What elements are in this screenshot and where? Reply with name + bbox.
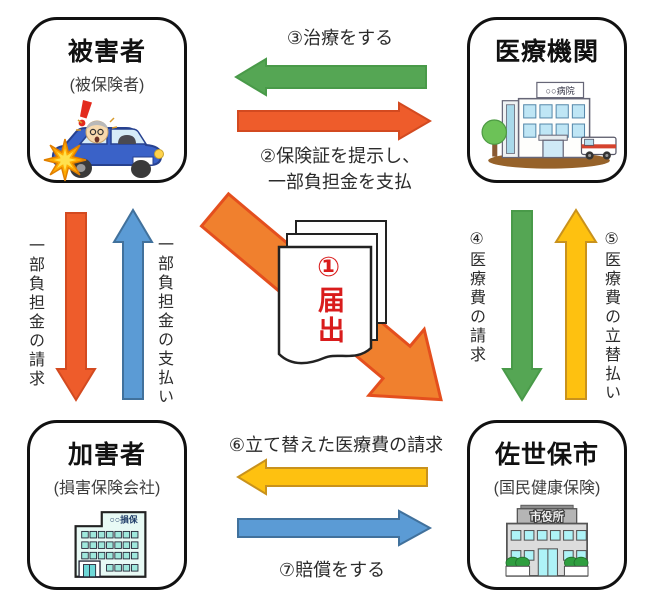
hospital-title: 医療機関 — [494, 38, 599, 66]
perpetrator-title: 加害者 — [67, 441, 146, 469]
arrow-medical-fee-advance — [554, 208, 598, 400]
car-wheel-rear — [131, 160, 151, 178]
arrow-advanced-fee-claim — [236, 458, 428, 496]
driver-face — [76, 117, 118, 144]
hospital-entrance — [542, 139, 564, 159]
label-advanced-fee-claim: ⑥立て替えた医療費の請求 — [228, 435, 444, 455]
hospital-roof-sign — [536, 81, 585, 99]
city-title: 佐世保市 — [494, 441, 599, 469]
label-medical-fee-claim: ④医療費の請求 — [467, 229, 484, 365]
label-compensation: ⑦賠償をする — [278, 560, 386, 580]
perpetrator-subtitle: (損害保険会社) — [53, 480, 161, 497]
label-report: ①届出 — [314, 252, 344, 346]
city-hall-door — [537, 548, 558, 577]
city-hall-windows — [510, 530, 587, 561]
car-headlight — [154, 149, 164, 159]
bush-left — [505, 556, 531, 577]
arrow-compensation — [237, 509, 433, 547]
tree-icon — [481, 119, 508, 157]
hospital-sign-text: ○○病院 — [546, 85, 575, 96]
label-present-card-line1: ②保険証を提示し、 — [259, 146, 421, 166]
city-hall-sign-text: 市役所 — [530, 510, 565, 524]
arrow-medical-fee-claim — [501, 210, 543, 402]
bush-right — [563, 556, 589, 577]
label-copay-payment: 一部負担金の支払い — [155, 236, 172, 407]
crash-star-icon — [43, 138, 87, 182]
insurance-windows — [81, 530, 139, 572]
passenger-silhouette — [118, 135, 136, 144]
insurance-building-icon: ○○損保 — [74, 511, 147, 578]
car-hubcap-front — [76, 164, 86, 172]
victim-subtitle: (被保険者) — [69, 77, 145, 94]
arrow-copay-claim — [55, 212, 97, 402]
insurance-entrance — [78, 560, 101, 578]
node-victim: 被害者 (被保険者) — [27, 17, 187, 183]
node-perpetrator: 加害者 (損害保険会社) ○○損保 — [27, 420, 187, 590]
label-copay-claim: 一部負担金の請求 — [26, 237, 43, 389]
arrow-present-card — [237, 101, 432, 141]
city-hall-icon: 市役所 — [505, 504, 589, 577]
label-present-card-line2: 一部負担金を支払 — [267, 172, 412, 193]
car-accident-icon — [43, 100, 164, 182]
label-present-card: ②保険証を提示し、 一部負担金を支払 — [260, 143, 420, 195]
label-medical-fee-advance: ⑤医療費の立替払い — [602, 229, 619, 403]
city-subtitle: (国民健康保険) — [493, 480, 601, 497]
victim-title: 被害者 — [67, 38, 146, 66]
insurance-sign-text: ○○損保 — [110, 514, 138, 525]
node-hospital: 医療機関 ○○病院 — [467, 17, 627, 183]
label-treatment: ③治療をする — [286, 28, 394, 48]
hospital-canopy — [538, 134, 568, 141]
left-wing-glass — [506, 104, 515, 154]
arrow-copay-payment — [112, 208, 154, 400]
node-city: 佐世保市 (国民健康保険) 市役所 — [467, 420, 627, 590]
hospital-building-icon: ○○病院 — [481, 81, 617, 169]
arrow-treatment — [234, 57, 427, 97]
report-documents-icon — [277, 220, 387, 365]
hospital-windows — [523, 104, 586, 138]
ambulance-icon — [580, 136, 617, 160]
